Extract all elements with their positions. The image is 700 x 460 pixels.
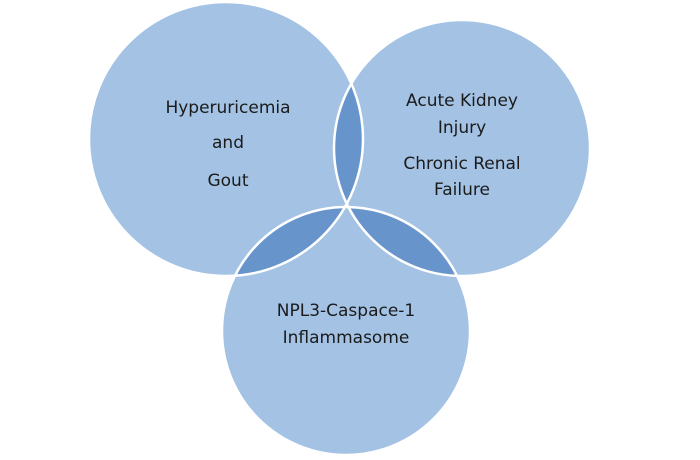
label-injury: Injury — [438, 118, 486, 138]
labels: Hyperuricemia and Gout Acute Kidney Inju… — [165, 91, 520, 348]
label-npl3-caspace: NPL3-Caspace-1 — [277, 301, 416, 321]
label-gout: Gout — [207, 171, 248, 191]
outline-hyperuricemia — [87, 0, 365, 278]
circle-fills — [89, 2, 590, 455]
outline-inflammasome — [220, 205, 472, 457]
label-inflammasome: Inflammasome — [283, 328, 410, 348]
label-hyperuricemia: Hyperuricemia — [165, 98, 290, 118]
label-acute-kidney: Acute Kidney — [406, 91, 518, 111]
circle-outlines — [87, 0, 592, 457]
circle-inflammasome — [222, 207, 470, 455]
circle-hyperuricemia-gout — [89, 2, 363, 276]
circle-kidney-injury-renal-failure — [334, 20, 590, 276]
outline-kidney — [332, 18, 592, 278]
label-chronic-renal: Chronic Renal — [403, 154, 520, 174]
label-failure: Failure — [434, 180, 490, 200]
label-and: and — [212, 133, 244, 153]
